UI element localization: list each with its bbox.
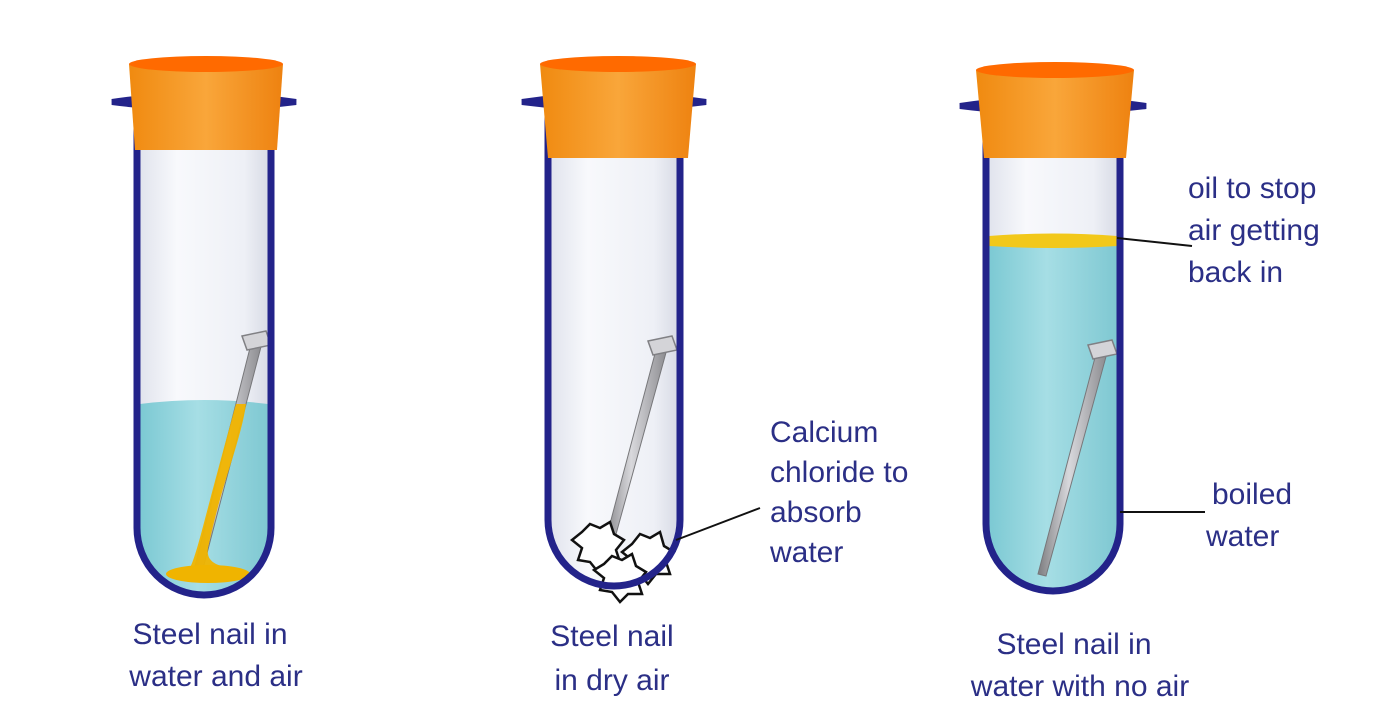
callout-line: boiled: [1212, 478, 1292, 511]
caption-tube-2: Steel nail in dry air: [550, 620, 673, 697]
caption-line: Steel nail: [550, 620, 673, 653]
rust-pool: [166, 565, 250, 583]
callout-line: air getting: [1188, 214, 1320, 247]
callout-line: chloride to: [770, 456, 908, 489]
callout-line: water: [769, 536, 843, 569]
test-tube-water-and-air: [111, 56, 297, 599]
caption-line: water and air: [128, 660, 302, 693]
oil-layer: [989, 233, 1117, 248]
boiled-water-fill: [989, 246, 1117, 588]
caption-line: Steel nail in: [996, 628, 1151, 661]
rubber-stopper: [540, 56, 696, 158]
caption-line: in dry air: [554, 664, 669, 697]
caption-line: water with no air: [970, 670, 1189, 703]
test-tube-water-no-air: [959, 62, 1205, 595]
callout-line: Calcium: [770, 416, 878, 449]
caption-tube-3: Steel nail in water with no air: [970, 628, 1189, 703]
tube-glass: [548, 102, 680, 586]
oil-callout: oil to stop air getting back in: [1188, 172, 1320, 289]
callout-line: absorb: [770, 496, 862, 529]
rust-streak: [180, 404, 246, 581]
calcium-chloride-callout: Calcium chloride to absorb water: [769, 416, 908, 569]
rubber-stopper: [976, 62, 1134, 158]
callout-line: water: [1205, 520, 1279, 553]
caption-line: Steel nail in: [132, 618, 287, 651]
boiled-water-callout: boiled water: [1205, 478, 1292, 553]
tube-outline: [133, 102, 275, 599]
tube-outline: [982, 106, 1124, 595]
caption-tube-1: Steel nail in water and air: [128, 618, 302, 693]
tube-outline: [544, 102, 684, 590]
callout-line: oil to stop: [1188, 172, 1316, 205]
oil-leader-line: [1116, 237, 1193, 247]
test-tube-dry-air: [521, 56, 761, 604]
calcium-chloride-leader-line: [675, 507, 761, 541]
water-fill: [140, 400, 268, 592]
callout-line: back in: [1188, 256, 1283, 289]
rubber-stopper: [129, 56, 283, 150]
